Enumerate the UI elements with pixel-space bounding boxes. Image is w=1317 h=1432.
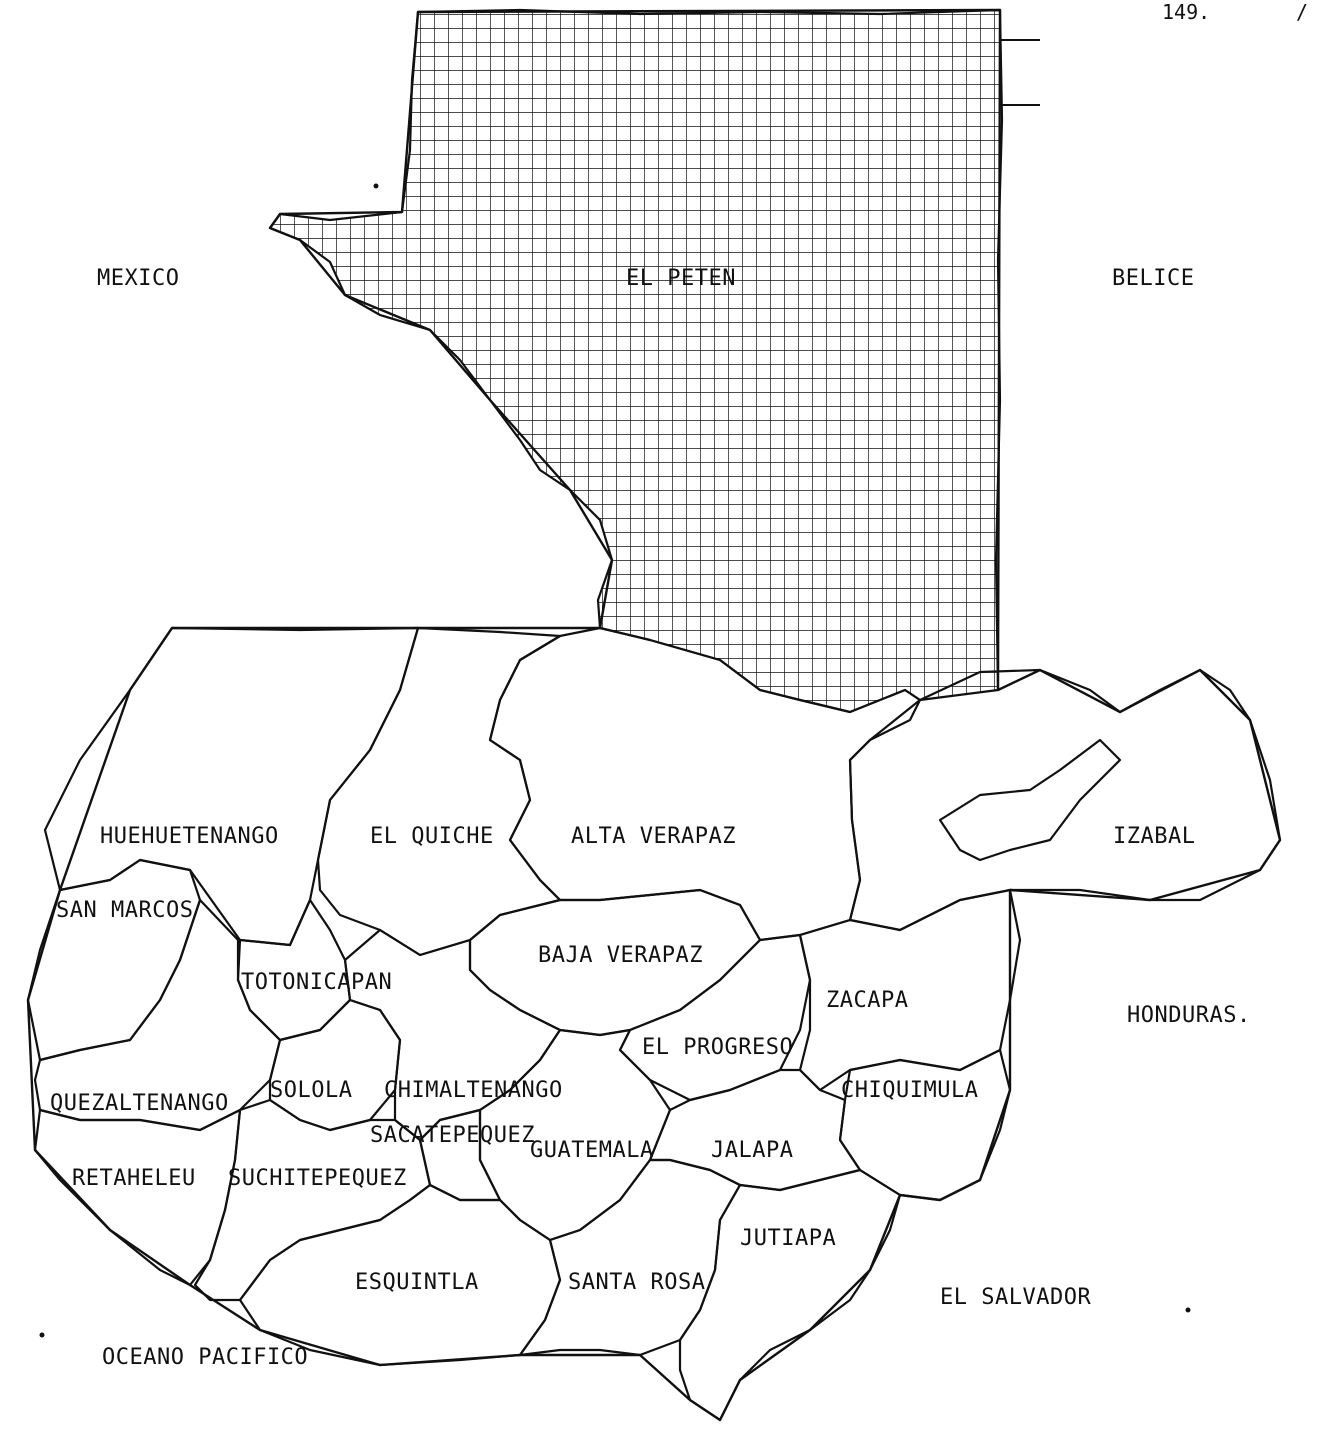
map-dot bbox=[373, 183, 379, 189]
label-huehuetenango: HUEHUETENANGO bbox=[100, 824, 279, 849]
label-totonicapan: TOTONICAPAN bbox=[241, 970, 393, 995]
region-quiche bbox=[316, 626, 562, 957]
label-chimaltenango: CHIMALTENANGO bbox=[384, 1078, 563, 1103]
page-mark: / bbox=[1296, 0, 1309, 24]
region-solola bbox=[268, 998, 402, 1132]
map-dot bbox=[1185, 1307, 1191, 1313]
label-san-marcos: SAN MARCOS bbox=[56, 898, 194, 923]
label-baja-verapaz: BAJA VERAPAZ bbox=[538, 943, 703, 968]
label-jalapa: JALAPA bbox=[711, 1138, 794, 1163]
region-peten bbox=[268, 8, 1004, 714]
label-chiquimula: CHIQUIMULA bbox=[841, 1078, 979, 1103]
region-chiquimula bbox=[838, 1048, 1012, 1202]
page-number: 149. bbox=[1162, 0, 1211, 24]
region-chimaltenango bbox=[343, 928, 562, 1142]
label-suchitepequez: SUCHITEPEQUEZ bbox=[228, 1166, 407, 1191]
region-santa-rosa bbox=[518, 1158, 742, 1357]
label-esquintla: ESQUINTLA bbox=[355, 1270, 479, 1295]
label-peten: EL PETEN bbox=[626, 266, 736, 291]
peten-edge-marks bbox=[1000, 39, 1040, 106]
label-honduras: HONDURAS. bbox=[1127, 1003, 1251, 1028]
label-solola: SOLOLA bbox=[270, 1078, 353, 1103]
label-belice: BELICE bbox=[1112, 266, 1195, 291]
country-border bbox=[26, 8, 1282, 1422]
label-el-progreso: EL PROGRESO bbox=[642, 1035, 794, 1060]
label-guatemala: GUATEMALA bbox=[530, 1138, 654, 1163]
label-retahuleu: RETAHELEU bbox=[72, 1166, 196, 1191]
label-mexico: MEXICO bbox=[97, 266, 180, 291]
label-zacapa: ZACAPA bbox=[826, 988, 909, 1013]
label-quiche: EL QUICHE bbox=[370, 824, 494, 849]
label-santa-rosa: SANTA ROSA bbox=[568, 1270, 706, 1295]
lake-izabal bbox=[938, 738, 1122, 862]
label-sacatepequez: SACATEPEQUEZ bbox=[370, 1123, 535, 1148]
label-el-salvador: EL SALVADOR bbox=[940, 1285, 1092, 1310]
region-jutiapa bbox=[678, 1168, 902, 1422]
label-quezaltenango: QUEZALTENANGO bbox=[50, 1091, 229, 1116]
label-ocean: OCEANO PACIFICO bbox=[102, 1345, 309, 1370]
label-jutiapa: JUTIAPA bbox=[740, 1226, 837, 1251]
region-san-marcos bbox=[26, 858, 202, 1062]
map-dot bbox=[39, 1332, 45, 1338]
region-jalapa bbox=[648, 1068, 862, 1192]
label-alta-verapaz: ALTA VERAPAZ bbox=[571, 824, 736, 849]
label-izabal: IZABAL bbox=[1113, 824, 1196, 849]
